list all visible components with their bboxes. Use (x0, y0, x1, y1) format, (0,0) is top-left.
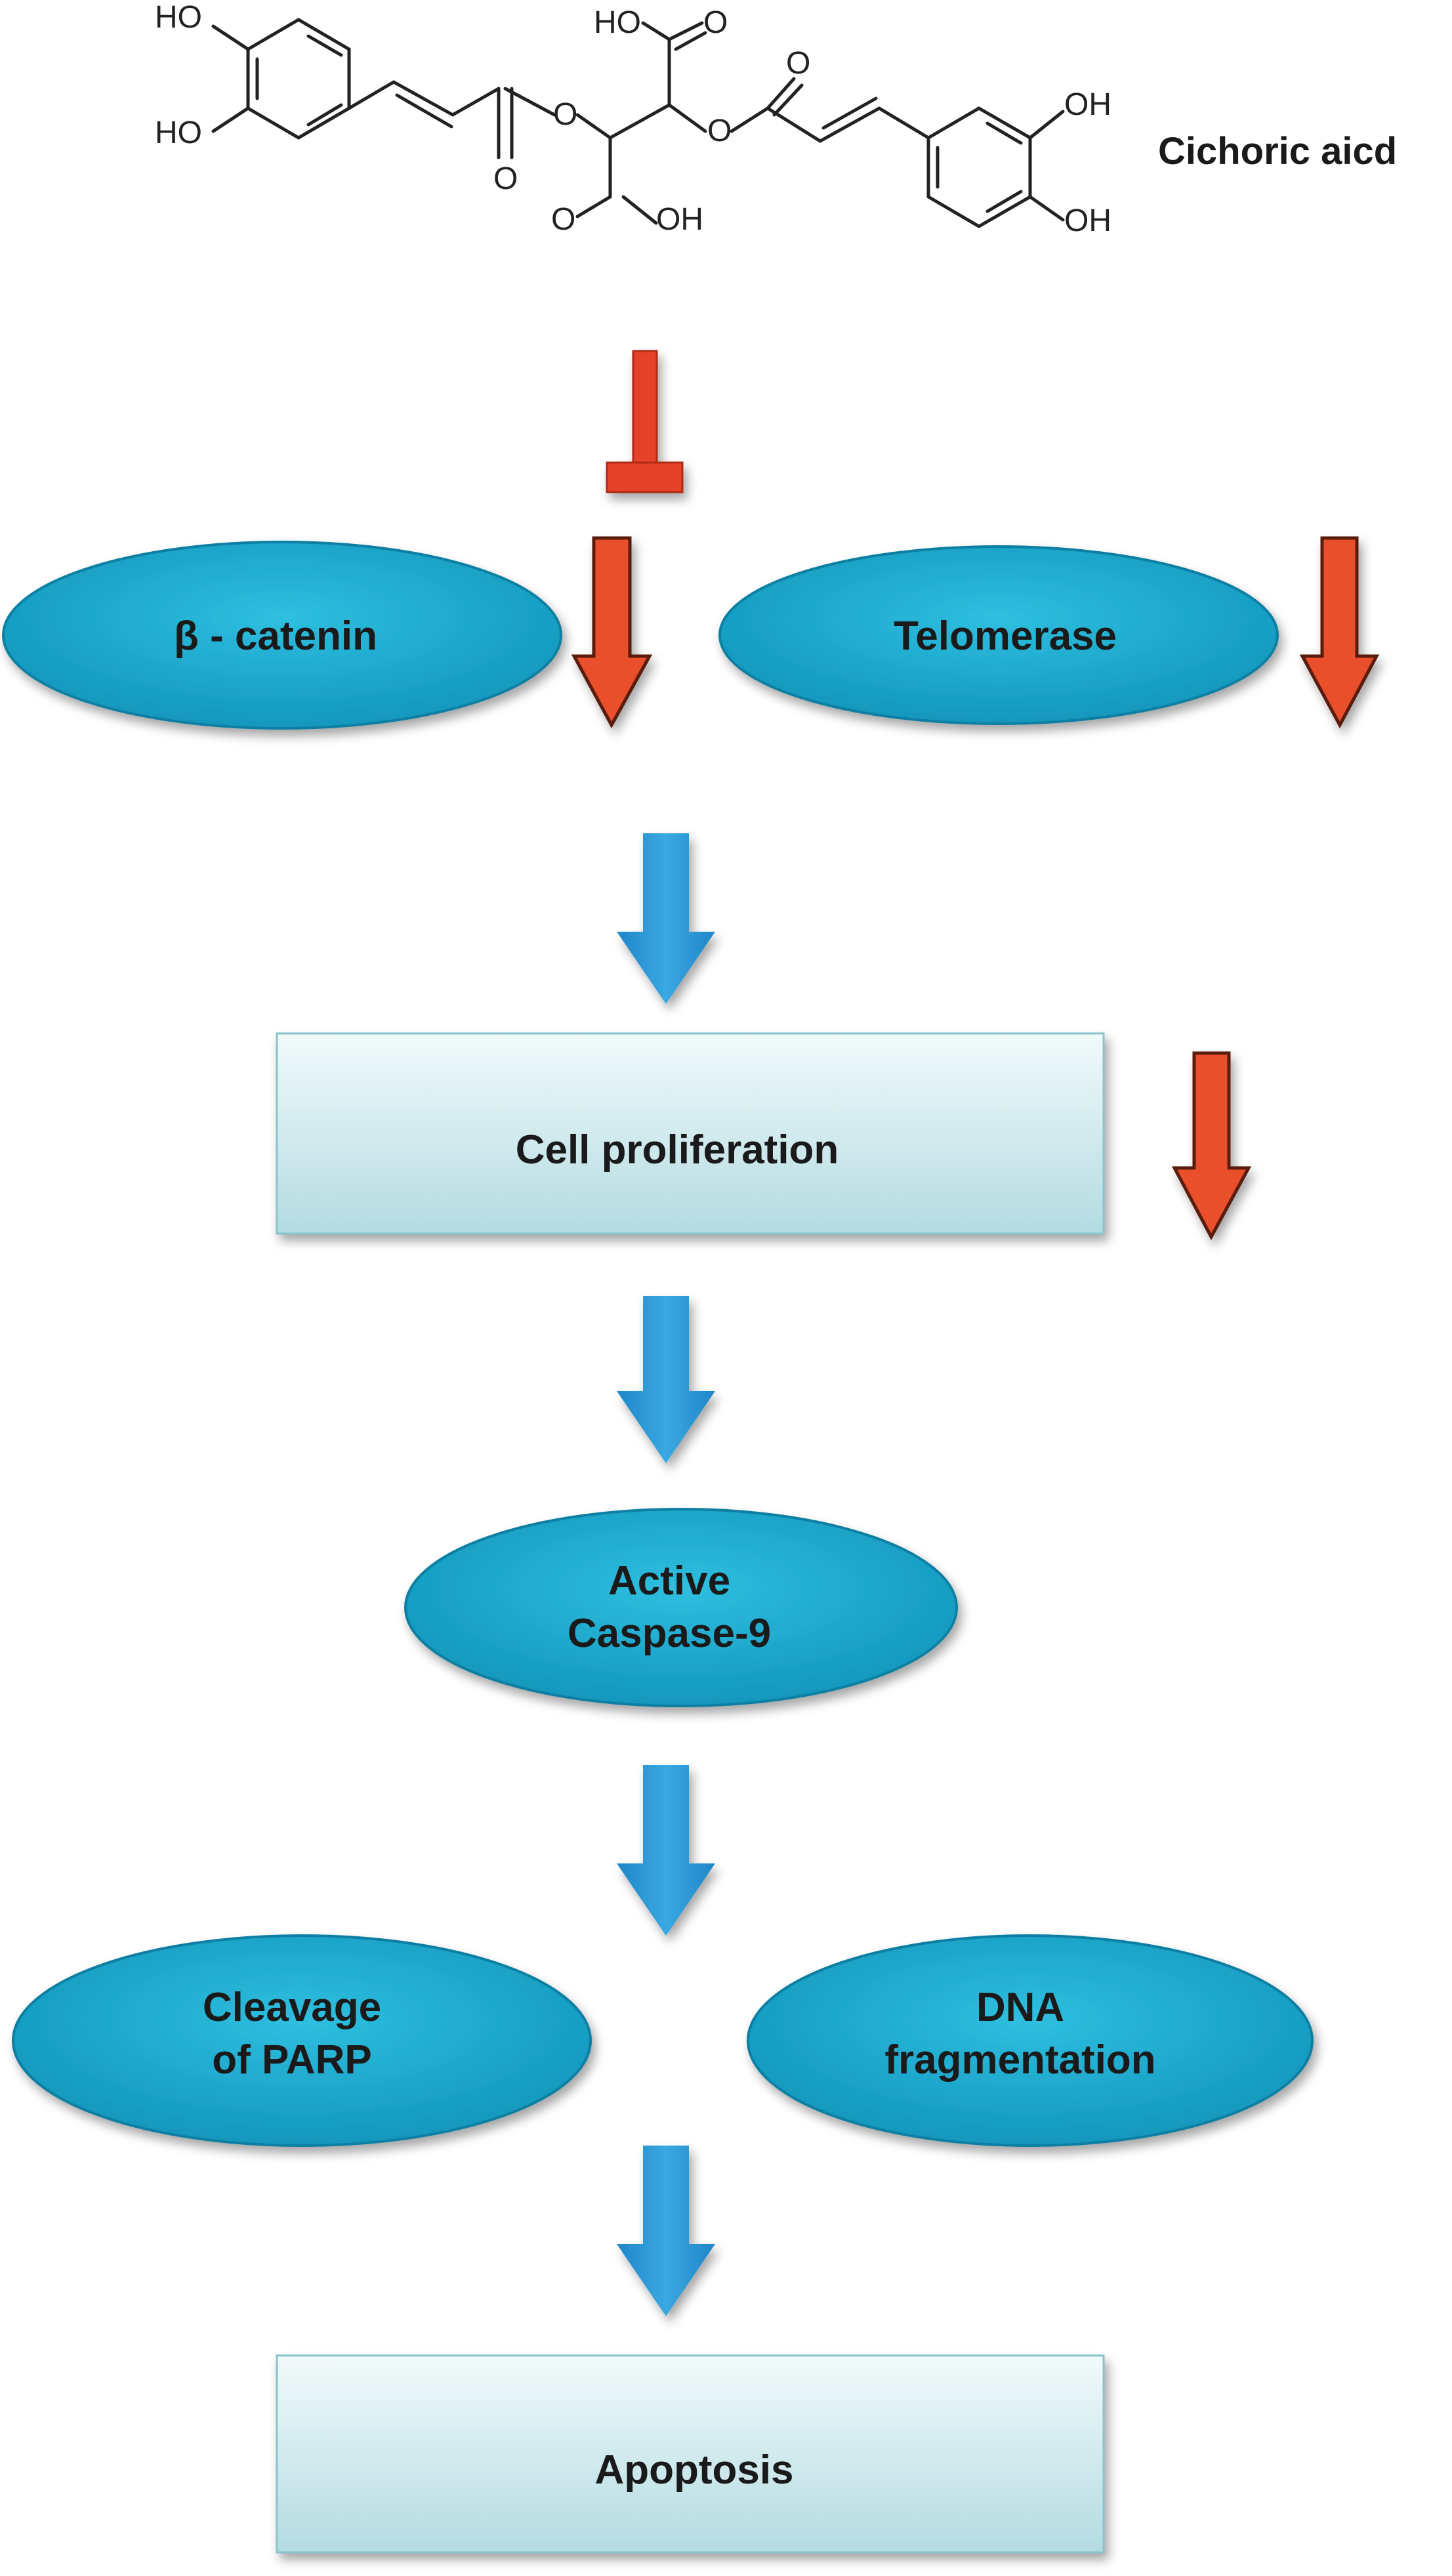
apoptosis-label: Apoptosis (594, 2447, 793, 2493)
dna-fragmentation-node: DNA fragmentation (747, 1934, 1314, 2147)
telomerase-down-arrow (1299, 536, 1380, 729)
parp-label-line2: of PARP (212, 2037, 371, 2083)
parp-label-line1: Cleavage (203, 1985, 381, 2030)
beta-catenin-label: β - catenin (174, 613, 377, 659)
active-caspase-9-node: Active Caspase-9 (404, 1508, 958, 1707)
telomerase-node: Telomerase (718, 545, 1279, 725)
atom-oh-right-top: OH (1064, 87, 1111, 122)
atom-ho-top-left: HO (155, 0, 202, 35)
cell-proliferation-node: Cell proliferation (276, 1032, 1105, 1235)
structure-atom-labels: HO HO HO O O O O O O OH OH OH (155, 0, 1111, 238)
cell-proliferation-label: Cell proliferation (516, 1127, 839, 1173)
flow-arrow-2 (617, 1296, 715, 1463)
atom-o-acid-bottom: O (551, 202, 575, 237)
atom-o-acid-top: O (703, 5, 728, 40)
atom-oh-right-bottom: OH (1064, 203, 1111, 238)
atom-ho-mid-left: HO (155, 115, 202, 150)
dna-label-line2: fragmentation (884, 2037, 1155, 2083)
right-benzene-ring (926, 106, 1032, 228)
cleavage-of-parp-node: Cleavage of PARP (12, 1934, 592, 2147)
atom-oh-acid-bottom: OH (656, 202, 703, 237)
apoptosis-node: Apoptosis (276, 2354, 1105, 2554)
atom-o-ester-left: O (553, 97, 577, 132)
compound-name: Cichoric aicd (1158, 130, 1397, 173)
telomerase-label: Telomerase (894, 613, 1117, 659)
cichoric-acid-structure (211, 18, 1065, 228)
atom-o-carbonyl-left: O (493, 161, 518, 196)
left-benzene-ring (246, 18, 351, 140)
beta-catenin-down-arrow (571, 536, 653, 729)
dna-label-line1: DNA (976, 1985, 1064, 2030)
atom-o-carbonyl-right: O (786, 46, 810, 81)
atom-ho-acid-top: HO (594, 5, 641, 40)
beta-catenin-node: β - catenin (2, 541, 562, 730)
atom-o-ester-right: O (707, 114, 732, 148)
flow-arrow-1 (617, 833, 715, 1004)
flow-arrow-4 (617, 2146, 715, 2316)
flow-arrow-3 (617, 1765, 715, 1936)
inhibition-symbol (606, 350, 684, 493)
caspase-label-line2: Caspase-9 (568, 1611, 771, 1656)
caspase-label-line1: Active (608, 1558, 730, 1604)
cell-proliferation-down-arrow (1171, 1051, 1252, 1241)
